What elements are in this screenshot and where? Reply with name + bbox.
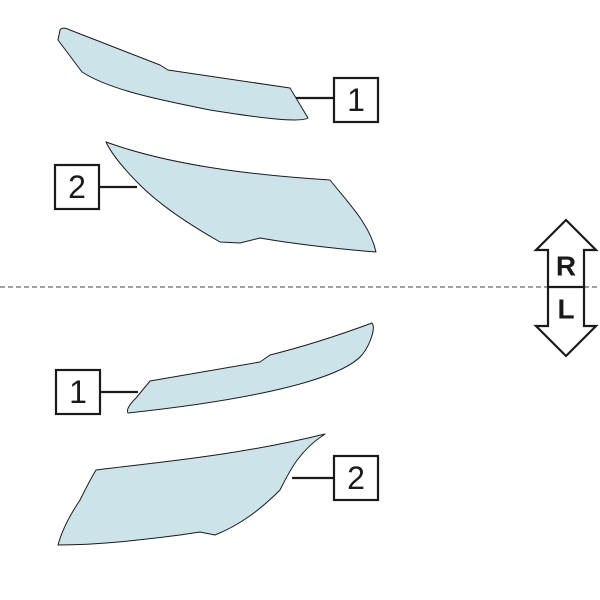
film-shape (57, 27, 309, 121)
film-shape (127, 322, 374, 414)
film-shape (57, 433, 326, 546)
side-label-left: L (557, 294, 574, 325)
callout-label: 1 (347, 82, 365, 118)
left-film-piece-2: 2 (57, 433, 380, 546)
side-label-right: R (556, 251, 576, 282)
side-indicator: R L (533, 218, 599, 358)
callout-box (53, 163, 101, 211)
left-film-piece-1: 1 (54, 322, 374, 416)
callout-box (332, 76, 380, 124)
callout-label: 2 (68, 169, 86, 205)
right-film-piece-2: 2 (53, 141, 377, 253)
callout-box (332, 454, 380, 502)
callout-label: 1 (69, 374, 87, 410)
callout-box (54, 368, 102, 416)
right-film-piece-1: 1 (57, 27, 380, 124)
callout-label: 2 (347, 460, 365, 496)
film-shape (105, 141, 377, 253)
